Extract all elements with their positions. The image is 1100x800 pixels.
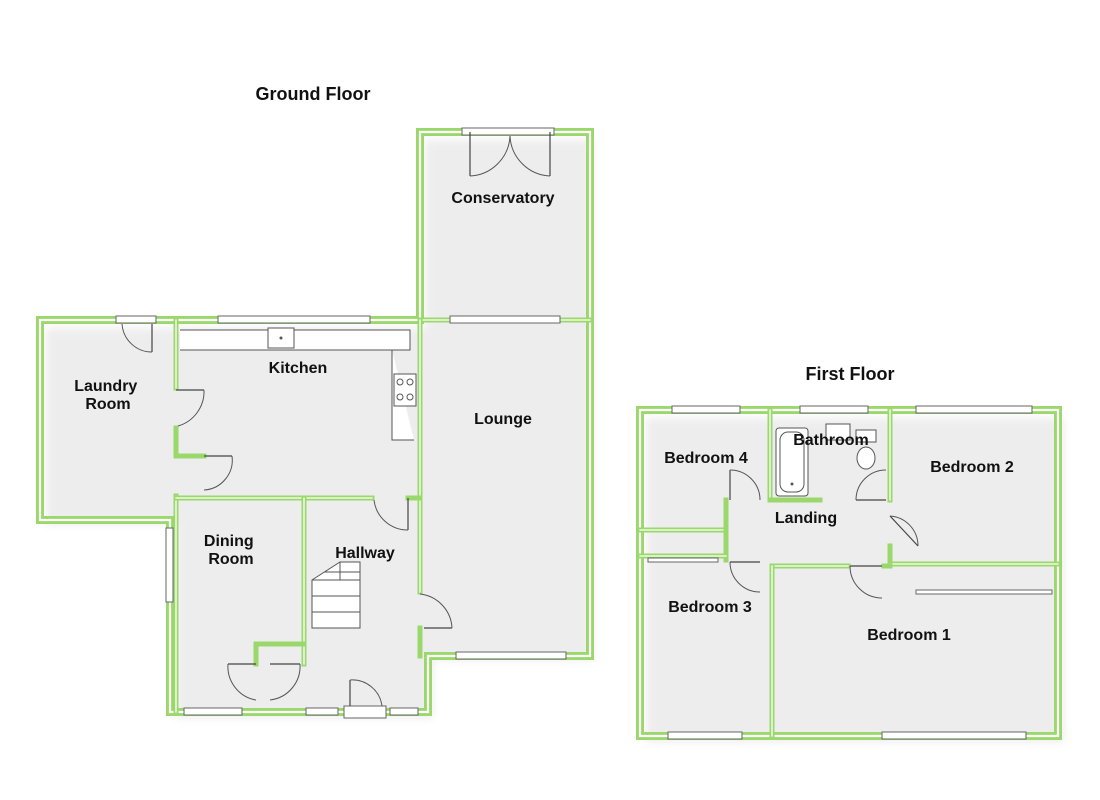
first-floor-doors bbox=[647, 469, 1053, 599]
kitchen-fittings bbox=[180, 327, 417, 441]
laundry-window bbox=[115, 315, 157, 324]
ground-floor-interior-walls bbox=[173, 317, 593, 715]
room-label-bedroom-2: Bedroom 2 bbox=[930, 459, 1014, 476]
bedroom4-door bbox=[729, 469, 761, 501]
first-floor-shadow bbox=[646, 418, 1064, 742]
dining-room-door bbox=[227, 663, 257, 701]
room-label-dining: Dining Room bbox=[204, 533, 258, 568]
ground-floor-shadow bbox=[46, 140, 593, 718]
room-label-hallway: Hallway bbox=[335, 545, 395, 562]
bedroom3-door bbox=[729, 561, 761, 593]
understairs-door bbox=[269, 663, 301, 701]
conservatory-sliding-door bbox=[449, 315, 561, 324]
room-label-conservatory: Conservatory bbox=[451, 190, 554, 207]
bedroom1-window bbox=[881, 731, 1027, 740]
bedroom2-door bbox=[889, 515, 919, 547]
wardrobe-doors bbox=[647, 557, 1053, 595]
bath-inner-icon bbox=[779, 431, 805, 493]
bathroom-fittings bbox=[775, 423, 877, 497]
bathroom-door bbox=[855, 469, 887, 501]
bath-drain-icon bbox=[790, 482, 794, 486]
hob-icon bbox=[393, 373, 417, 407]
room-label-bedroom-3: Bedroom 3 bbox=[668, 599, 752, 616]
toilet-icon bbox=[856, 446, 876, 470]
ground-floor-outer-walls bbox=[36, 128, 594, 716]
basin-icon bbox=[825, 423, 851, 441]
bedroom4-window bbox=[671, 405, 741, 414]
bedroom1-door bbox=[849, 565, 883, 599]
bathroom-window bbox=[799, 405, 869, 414]
room-label-landing: Landing bbox=[775, 510, 837, 527]
hallway-kitchen-door bbox=[373, 498, 409, 531]
first-floor-windows bbox=[667, 405, 1033, 740]
kitchen-window bbox=[217, 315, 371, 324]
laundry-external-door bbox=[121, 323, 153, 353]
toilet-cistern-icon bbox=[855, 429, 877, 443]
conservatory-window bbox=[461, 127, 555, 136]
bedroom3-window bbox=[667, 731, 743, 740]
dining-window-side bbox=[165, 527, 174, 603]
sink-drain-icon bbox=[279, 336, 283, 340]
first-floor-title: First Floor bbox=[806, 364, 895, 384]
lounge-window bbox=[455, 651, 567, 660]
kitchen-worktop bbox=[180, 329, 411, 351]
ground-floor-windows bbox=[115, 127, 567, 716]
ground-floor-doors bbox=[121, 132, 551, 719]
ground-floor-plan: Ground Floor Conservatory Laundry Room K… bbox=[36, 84, 594, 719]
room-label-dining-line2: Room bbox=[208, 551, 253, 568]
kitchen-cupboard-door bbox=[203, 455, 233, 491]
hallway-window-right bbox=[389, 707, 419, 716]
ground-floor-title: Ground Floor bbox=[256, 84, 371, 104]
room-label-bedroom-4: Bedroom 4 bbox=[664, 450, 748, 467]
room-label-dining-line1: Dining bbox=[204, 533, 254, 550]
room-label-bedroom-1: Bedroom 1 bbox=[867, 627, 951, 644]
first-floor-interior-walls bbox=[637, 407, 1061, 739]
room-label-laundry-line2: Room bbox=[85, 396, 130, 413]
room-label-laundry-line1: Laundry bbox=[74, 378, 137, 395]
conservatory-french-doors bbox=[469, 132, 551, 177]
hallway-window-left bbox=[305, 707, 339, 716]
kitchen-laundry-door bbox=[176, 389, 205, 427]
bedroom2-window bbox=[915, 405, 1033, 414]
first-floor-plan: First Floor Bedroom 4 Bathroom Bedroom 2… bbox=[636, 364, 1064, 742]
room-label-lounge: Lounge bbox=[474, 411, 532, 428]
room-label-laundry: Laundry Room bbox=[74, 378, 142, 413]
hallway-lounge-door bbox=[419, 593, 453, 629]
staircase-icon bbox=[311, 561, 361, 629]
room-label-bathroom: Bathroom bbox=[793, 432, 869, 449]
front-door bbox=[343, 679, 387, 719]
dining-window-front bbox=[183, 707, 243, 716]
room-label-kitchen: Kitchen bbox=[269, 360, 328, 377]
